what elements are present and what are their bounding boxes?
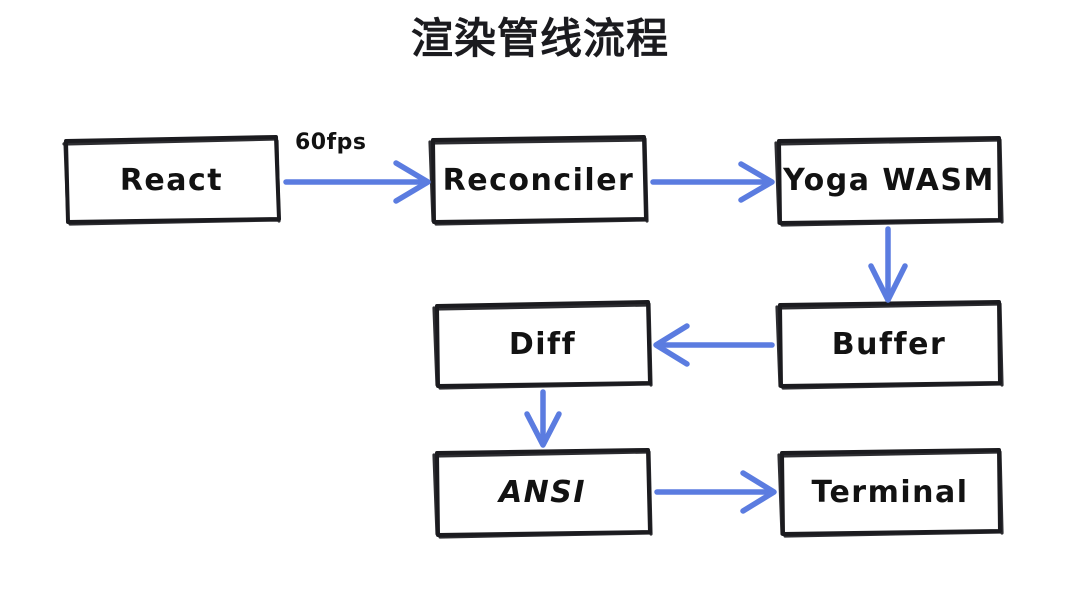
node-react[interactable] [62, 135, 281, 226]
edge-react-to-reconciler [283, 160, 431, 204]
page-title: 渲染管线流程 [410, 14, 669, 63]
node-reconciler[interactable] [428, 135, 649, 226]
edge-label-60fps: 60fps [295, 130, 367, 155]
node-buffer[interactable] [775, 300, 1004, 390]
edge-diff-to-ansi [524, 389, 562, 448]
node-yoga-wasm[interactable] [774, 136, 1004, 227]
node-diff[interactable] [432, 300, 653, 390]
edge-yoga-to-buffer [868, 226, 908, 303]
edge-reconciler-to-yoga [650, 161, 775, 203]
node-terminal[interactable] [777, 448, 1004, 538]
edge-buffer-to-diff [653, 323, 775, 367]
node-ansi[interactable] [432, 448, 653, 539]
edge-ansi-to-terminal [654, 470, 777, 514]
